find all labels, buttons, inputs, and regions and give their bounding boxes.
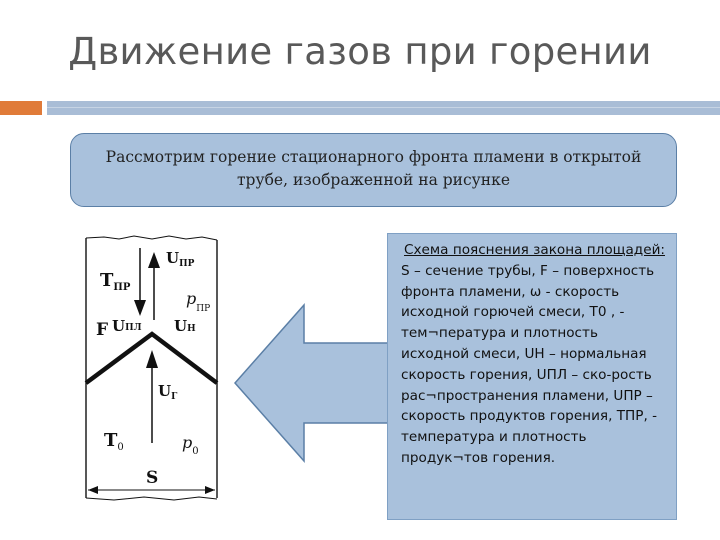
accent-bar: [0, 101, 42, 115]
intro-text: Рассмотрим горение стационарного фронта …: [105, 148, 642, 189]
u-pr-label: UПР: [166, 249, 195, 269]
intro-callout: Рассмотрим горение стационарного фронта …: [70, 133, 677, 207]
flame-front-line: [84, 331, 219, 385]
tube-top-edge: [85, 235, 218, 241]
u-pl-arrowhead: [134, 300, 146, 316]
t0-label: T0: [104, 430, 124, 453]
explanation-text: S – сечение трубы, F – поверхность фронт…: [401, 262, 657, 466]
explanation-panel: Схема пояснения закона площадей: S – сеч…: [387, 233, 677, 520]
rho-pr-label: pПР: [186, 289, 210, 314]
u-pr-arrowhead: [148, 252, 160, 268]
u-g-label: UГ: [158, 382, 178, 402]
pointer-arrow-icon: [234, 303, 393, 463]
title-divider: [47, 101, 720, 115]
u-pl-label: UПЛ: [112, 317, 142, 335]
s-label: S: [146, 468, 158, 488]
rho0-label: p0: [182, 433, 199, 457]
s-dim-right-head: [205, 486, 215, 494]
explanation-heading: Схема пояснения закона площадей:: [404, 242, 665, 258]
f-label: F: [96, 320, 108, 340]
tube-bottom-edge: [85, 496, 218, 501]
slide-title: Движение газов при горении: [68, 30, 652, 73]
u-g-arrowhead: [146, 350, 158, 368]
u-n-label: UН: [174, 317, 196, 335]
flame-front-diagram: TПР UПР pПР F UПЛ UН UГ T0 p0 S: [84, 235, 219, 501]
t-pr-label: TПР: [100, 270, 131, 293]
s-dim-left-head: [88, 486, 98, 494]
